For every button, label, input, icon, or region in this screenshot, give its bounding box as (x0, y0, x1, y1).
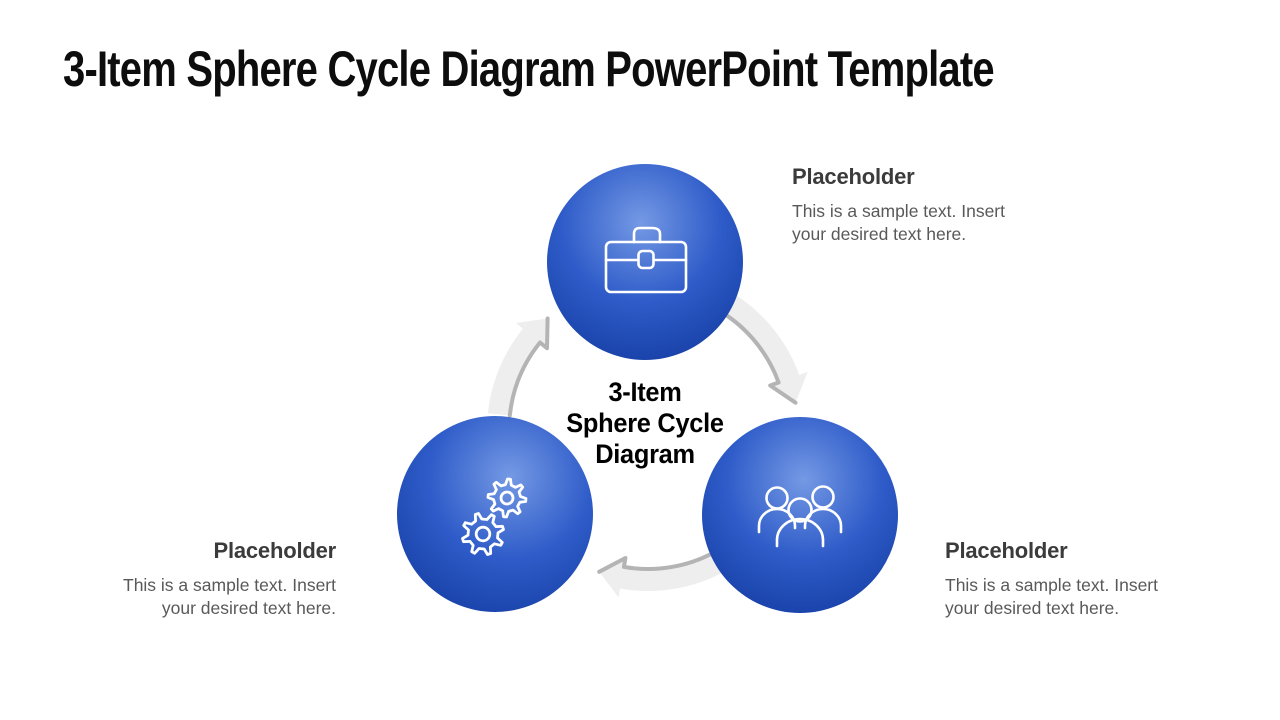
center-label-line-2: Sphere Cycle (566, 408, 724, 438)
placeholder-heading[interactable]: Placeholder (213, 538, 336, 563)
placeholder-body-line-1: This is a sample text. Insert (945, 575, 1158, 595)
placeholder-body-line-1: This is a sample text. Insert (123, 575, 336, 595)
slide-title[interactable]: 3-Item Sphere Cycle Diagram PowerPoint T… (63, 41, 995, 97)
briefcase-icon (604, 226, 688, 294)
team-icon (757, 485, 843, 548)
center-label-line-3: Diagram (595, 439, 695, 469)
placeholder-block-bottom-right[interactable]: Placeholder This is a sample text. Inser… (945, 538, 1205, 620)
cycle-arrow-bottom-left-to-top (487, 316, 550, 418)
placeholder-heading[interactable]: Placeholder (945, 538, 1068, 563)
placeholder-body-line-2: your desired text here. (161, 598, 336, 618)
placeholder-heading[interactable]: Placeholder (792, 164, 915, 189)
sphere-gears[interactable] (397, 416, 593, 612)
sphere-team[interactable] (702, 417, 898, 613)
placeholder-body-line-2: your desired text here. (792, 224, 967, 244)
placeholder-block-top-right[interactable]: Placeholder This is a sample text. Inser… (792, 164, 1052, 246)
sphere-briefcase[interactable] (547, 164, 743, 360)
placeholder-block-bottom-left[interactable]: Placeholder This is a sample text. Inser… (76, 538, 336, 620)
gears-icon (461, 477, 528, 556)
center-label-line-1: 3-Item (608, 377, 682, 407)
placeholder-body-line-2: your desired text here. (945, 598, 1120, 618)
diagram-center-label[interactable]: 3-Item Sphere Cycle Diagram (513, 377, 776, 470)
placeholder-body-line-1: This is a sample text. Insert (792, 201, 1005, 221)
